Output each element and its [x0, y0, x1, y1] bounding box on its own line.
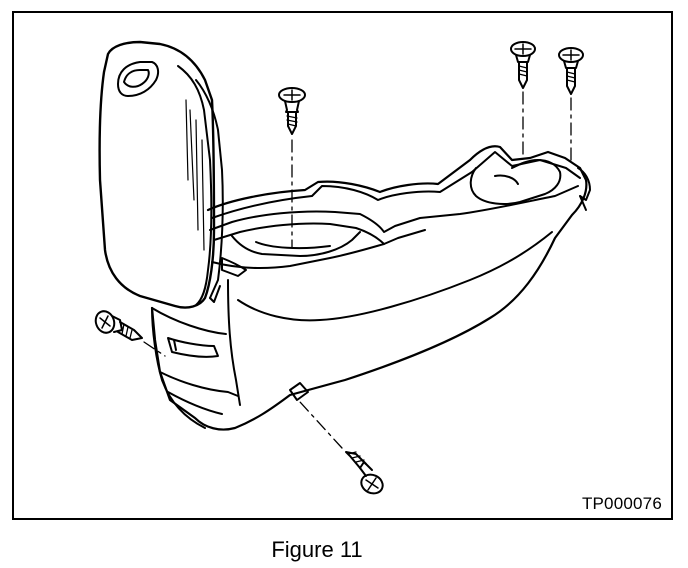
- screw-top-right-a: [510, 41, 536, 159]
- figure-frame: [12, 11, 673, 520]
- screw-top-center: [278, 87, 306, 249]
- figure-caption-text: Figure 11: [271, 537, 363, 562]
- screw-bottom: [299, 401, 384, 495]
- part-code-label: TP000076: [581, 494, 662, 513]
- screw-top-right-b: [558, 47, 584, 163]
- figure-caption: Figure 11: [0, 537, 688, 563]
- screw-left: [94, 310, 166, 357]
- console-body: [150, 145, 591, 431]
- armrest-lid: [98, 40, 227, 429]
